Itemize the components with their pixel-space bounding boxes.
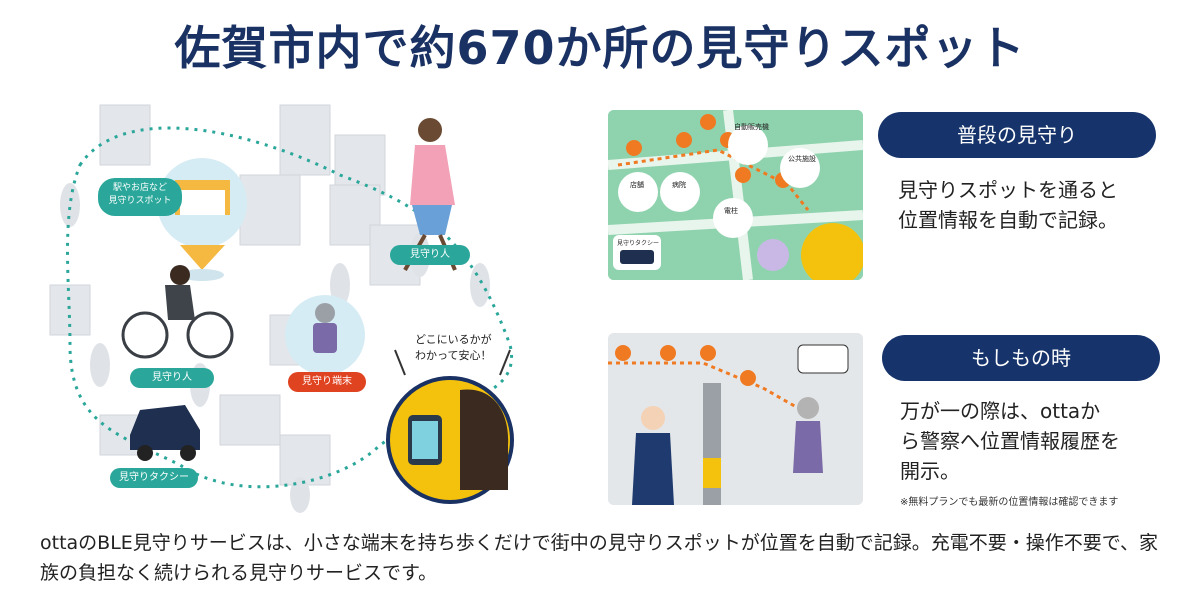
- cyclist-label: 見守り人: [130, 368, 214, 388]
- spot-label: 駅やお店など 見守りスポット: [98, 178, 182, 216]
- normal-monitoring-title: 普段の見守り: [878, 112, 1156, 158]
- page-title: 佐賀市内で約670か所の見守りスポット: [174, 21, 1026, 75]
- terminal-label: 見守り端末: [288, 372, 366, 392]
- normal-monitoring-desc: 見守りスポットを通ると 位置情報を自動で記録。: [898, 178, 1118, 232]
- taxi-label: 見守りタクシー: [110, 468, 198, 488]
- walker-label: 見守り人: [390, 245, 470, 265]
- emergency-note: ※無料プランでも最新の位置情報は確認できます: [900, 497, 1119, 508]
- normal-monitoring-map: 自動販売機 店舗 病院 公共施設 電柱 見守りタクシー: [608, 110, 863, 280]
- emergency-title: もしもの時: [882, 335, 1160, 381]
- service-description: ottaのBLE見守りサービスは、小さな端末を持ち歩くだけで街中の見守りスポット…: [40, 532, 1159, 584]
- emergency-desc: 万が一の際は、ottaか ら警察へ位置情報履歴を 開示。: [900, 399, 1120, 483]
- speech-bubble: どこにいるかが わかって安心！: [415, 333, 492, 362]
- emergency-illustration: [608, 333, 863, 505]
- city-illustration: [49, 104, 514, 513]
